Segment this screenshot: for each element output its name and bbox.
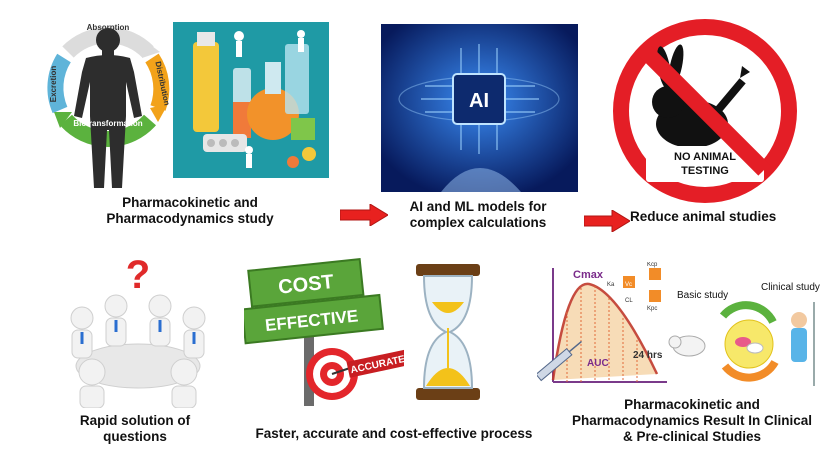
ai-caption: AI and ML models for complex calculation… (383, 199, 573, 231)
kcp-label: Kcp (647, 262, 658, 268)
excretion-label: Excretion (49, 66, 58, 103)
question-mark-icon: ? (126, 253, 150, 297)
result-caption: Pharmacokinetic and Pharmacodynamics Res… (560, 397, 824, 445)
result-caption-line2: Pharmacodynamics Result In Clinical (571, 413, 813, 428)
cmax-label: Cmax (573, 269, 604, 281)
auc-label: AUC (587, 358, 609, 369)
ai-chip-label: AI (469, 90, 489, 112)
absorption-label: Absorption (87, 23, 130, 32)
cost-effective-signpost: COST EFFECTIVE ACCURATE (240, 254, 411, 410)
pk-study-caption: Pharmacokinetic and Pharmacodynamics stu… (95, 195, 285, 227)
faster-caption: Faster, accurate and cost-effective proc… (255, 426, 533, 441)
adme-cycle-illustration: Absorption Distribution Biotransformatio… (38, 12, 178, 192)
hourglass-icon (412, 262, 484, 402)
ka-label: Ka (607, 282, 615, 288)
meeting-illustration: ? (52, 248, 224, 409)
arrow-to-reduce (583, 209, 631, 233)
rapid-caption: Rapid solution of questions (60, 413, 210, 445)
ai-caption-line1: AI and ML models for (409, 199, 547, 214)
pk-study-caption-line2: Pharmacodynamics study (106, 211, 274, 226)
lab-illustration (173, 22, 329, 178)
pk-result-illustration: Cmax AUC 24 hrs Vc Ka Kcp Kpc CL Basic s… (535, 262, 823, 394)
result-caption-line1: Pharmacokinetic and (624, 397, 760, 412)
arrow-to-ai (339, 203, 389, 227)
ai-chip-illustration: AI (381, 24, 578, 192)
vc-label: Vc (625, 282, 632, 288)
biotransformation-label: Biotransformation (73, 119, 142, 128)
result-caption-line3: & Pre-clinical Studies (622, 429, 762, 444)
no-animal-testing-sign: NO ANIMAL TESTING (610, 18, 800, 204)
basic-study-label: Basic study (677, 290, 728, 301)
no-animal-line2: TESTING (681, 165, 729, 177)
duration-label: 24 hrs (633, 350, 663, 361)
reduce-caption: Reduce animal studies (630, 209, 777, 224)
cl-label: CL (625, 298, 633, 304)
rapid-caption-line1: Rapid solution of (79, 413, 191, 428)
pk-study-caption-line1: Pharmacokinetic and (122, 195, 258, 210)
rapid-caption-line2: questions (103, 429, 167, 444)
clinical-study-label: Clinical study (761, 282, 820, 293)
ai-caption-line2: complex calculations (409, 215, 547, 230)
no-animal-line1: NO ANIMAL (674, 151, 736, 163)
kpc-label: Kpc (647, 306, 657, 312)
